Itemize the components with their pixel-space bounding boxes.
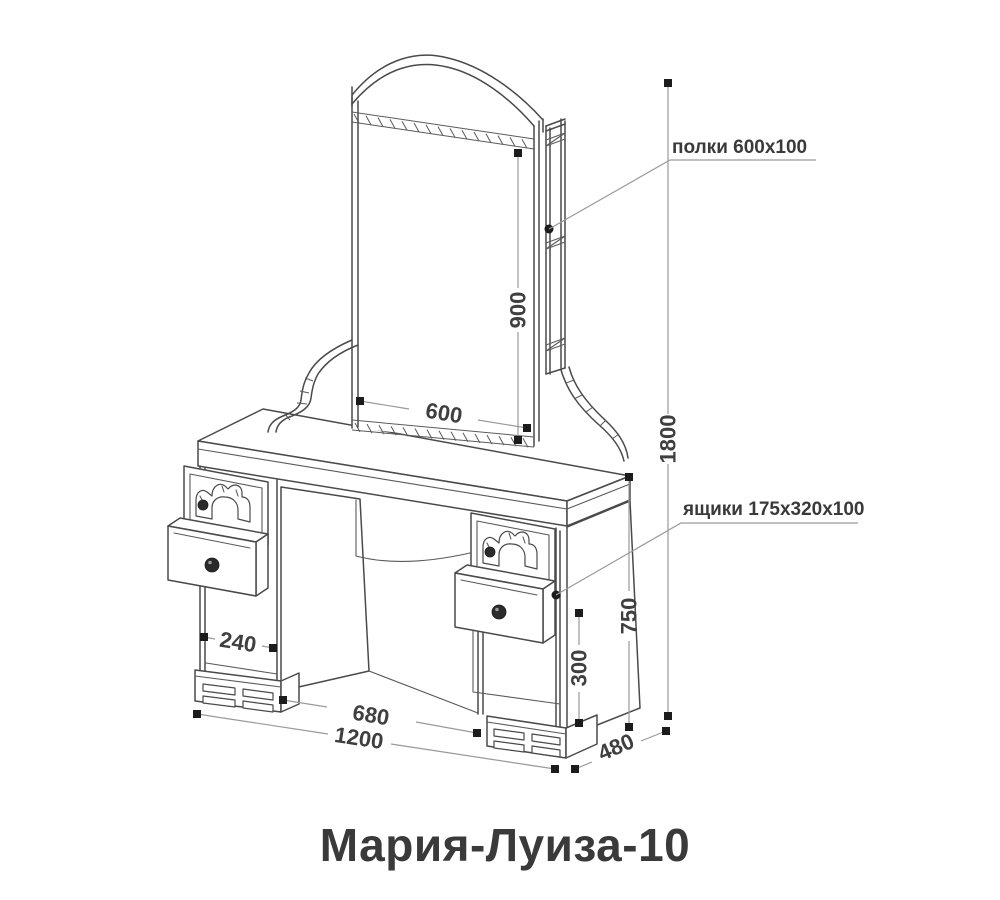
dim-overall-height: 1800 xyxy=(656,79,681,720)
dim-niche-width: 240 xyxy=(200,627,277,657)
dim-600-label: 600 xyxy=(424,398,464,429)
left-support-bracket xyxy=(267,339,359,433)
callout-shelves-label: полки 600х100 xyxy=(672,137,807,158)
dim-300-label: 300 xyxy=(567,650,592,687)
dim-mirror-height: 900 xyxy=(506,149,531,444)
dim-480-label: 480 xyxy=(594,728,638,765)
dim-table-height: 750 xyxy=(617,473,642,731)
right-plinth xyxy=(486,714,598,759)
tabletop xyxy=(197,408,631,527)
front-apron xyxy=(355,499,479,714)
callout-drawers: ящики 175х320х100 xyxy=(551,499,865,600)
dim-mirror-width: 600 xyxy=(356,397,531,432)
left-drawer-unit xyxy=(167,465,269,597)
shelf-column xyxy=(545,118,566,375)
dim-niche-height: 300 xyxy=(567,609,592,727)
dim-900-label: 900 xyxy=(506,292,531,329)
right-support-bracket xyxy=(560,366,629,462)
dim-750-label: 750 xyxy=(617,598,642,635)
callout-shelves: полки 600х100 xyxy=(544,137,816,234)
drawing-title: Мария-Луиза-10 xyxy=(320,819,690,871)
mirror-group xyxy=(351,54,544,448)
dim-1800-label: 1800 xyxy=(656,415,681,464)
dim-680-label: 680 xyxy=(351,700,391,731)
right-drawer-unit xyxy=(454,512,556,644)
left-plinth xyxy=(194,669,300,713)
dim-240-label: 240 xyxy=(218,627,258,657)
callout-drawers-label: ящики 175х320х100 xyxy=(682,499,865,520)
dim-pedestal-span: 680 xyxy=(279,696,481,737)
